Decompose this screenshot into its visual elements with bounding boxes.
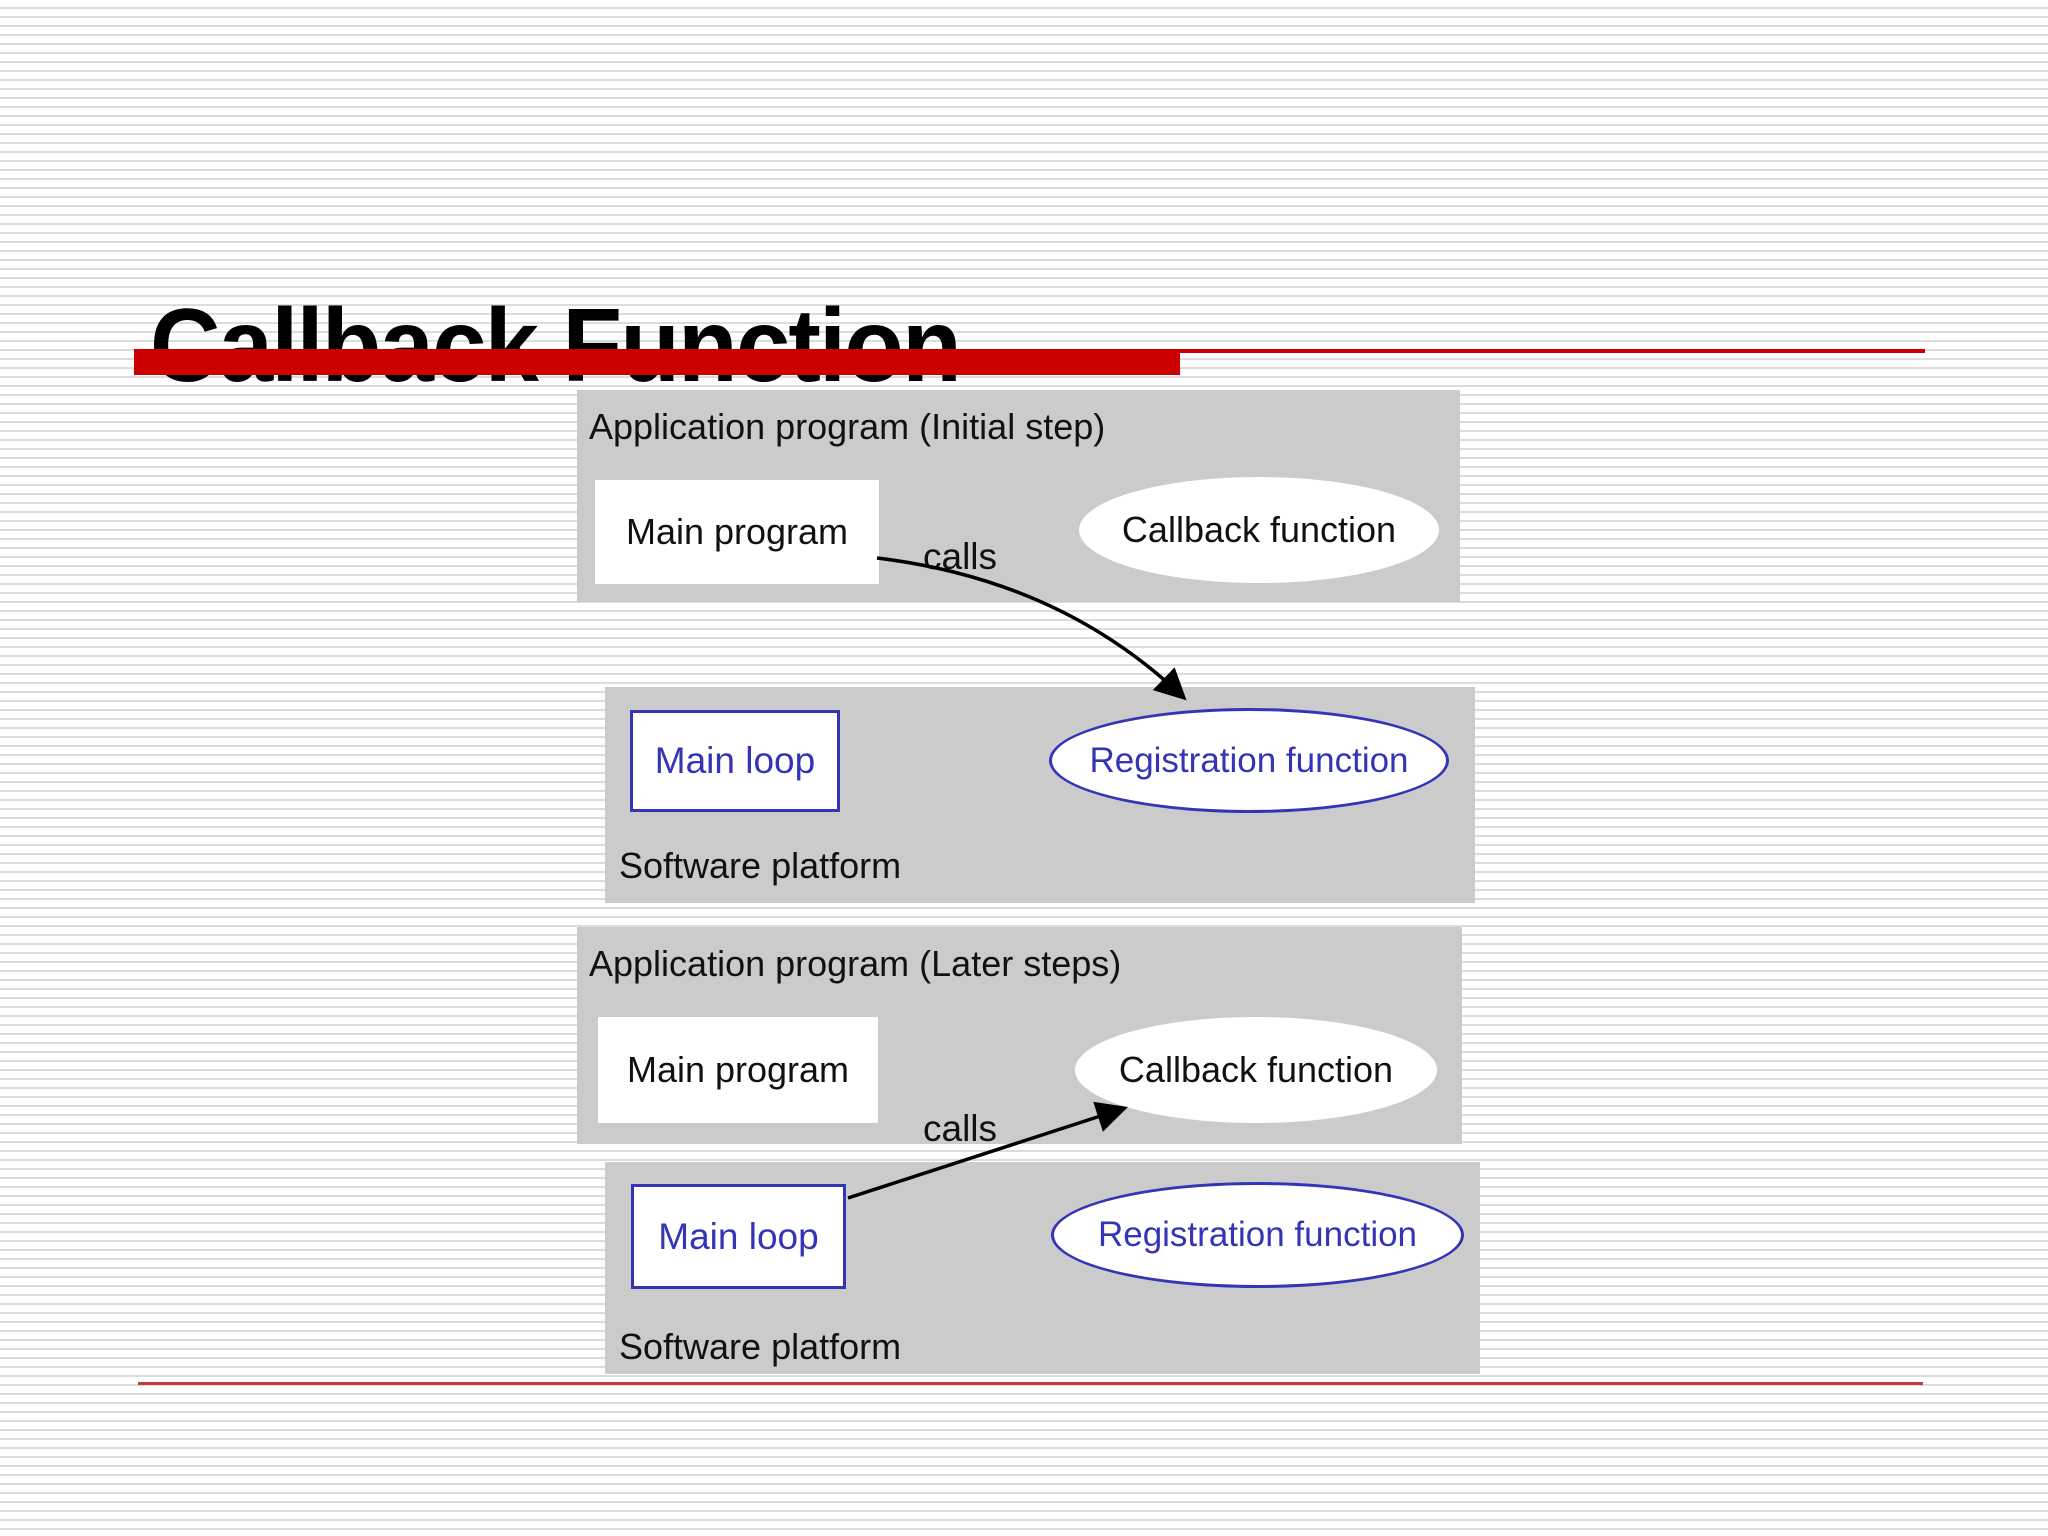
title-accent-bar [134,349,1180,375]
callback-function-ellipse-later: Callback function [1075,1017,1437,1123]
title-accent-line [1180,349,1925,353]
main-loop-box-bottom: Main loop [631,1184,846,1289]
panel-software-platform-bottom-label: Software platform [619,1326,902,1367]
panel-app-later: Application program (Later steps) Main p… [577,927,1462,1144]
panel-app-initial: Application program (Initial step) Main … [577,390,1460,602]
panel-software-platform-bottom: Main loop Registration function Software… [605,1162,1480,1374]
callback-function-ellipse-initial: Callback function [1079,477,1439,583]
main-loop-box-top: Main loop [630,710,840,812]
panel-software-platform-top: Main loop Registration function Software… [605,687,1475,903]
main-program-box-initial: Main program [595,480,879,584]
bottom-divider-line [138,1382,1923,1385]
calls-label-later: calls [923,1108,998,1149]
panel-app-initial-label: Application program (Initial step) [589,406,1106,447]
calls-label-initial: calls [923,536,998,577]
registration-function-ellipse-bottom: Registration function [1051,1182,1464,1288]
panel-software-platform-top-label: Software platform [619,845,902,886]
registration-function-ellipse-top: Registration function [1049,708,1449,813]
panel-app-later-label: Application program (Later steps) [589,943,1122,984]
main-program-box-later: Main program [598,1017,878,1123]
page-title: Callback Function [150,287,962,404]
